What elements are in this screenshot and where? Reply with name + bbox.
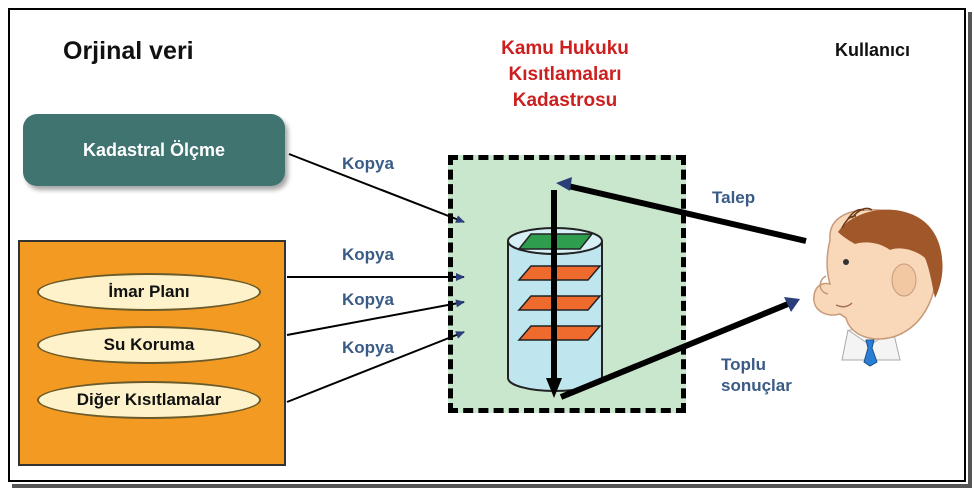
results-arrowhead-icon <box>784 297 800 312</box>
request-arrow <box>567 183 807 244</box>
results-label-line-2: sonuçlar <box>721 376 792 395</box>
restriction-item-zoning-plan: İmar Planı <box>37 273 261 311</box>
cadastral-survey-box: Kadastral Ölçme <box>23 114 285 186</box>
restriction-item-label: Diğer Kısıtlamalar <box>76 390 222 409</box>
copy-arrow-4 <box>286 331 465 403</box>
copy-arrow-3 <box>286 299 465 336</box>
results-arrow <box>559 301 790 400</box>
cadastre-heading: Kamu Hukuku Kısıtlamaları Kadastrosu <box>470 36 660 114</box>
restriction-item-label: İmar Planı <box>108 282 190 301</box>
request-arrowhead-icon <box>556 177 572 191</box>
restriction-item-other: Diğer Kısıtlamalar <box>37 381 261 419</box>
request-label: Talep <box>712 188 756 207</box>
copy-label-1: Kopya <box>342 154 394 173</box>
copy-label-2: Kopya <box>342 245 394 264</box>
cadastral-survey-label: Kadastral Ölçme <box>82 139 226 160</box>
restriction-item-label: Su Koruma <box>103 335 195 354</box>
restrictions-panel: İmar Planı Su Koruma Diğer Kısıtlamalar <box>18 240 286 466</box>
original-data-heading: Orjinal veri <box>63 37 194 65</box>
copy-label-3: Kopya <box>342 290 394 309</box>
copy-label-4: Kopya <box>342 338 394 357</box>
cadastre-heading-line-3: Kadastrosu <box>512 90 618 111</box>
user-heading: Kullanıcı <box>835 40 911 60</box>
copy-arrow-1 <box>288 153 465 223</box>
results-label-line-1: Toplu <box>721 355 766 374</box>
query-down-arrowhead <box>546 378 562 398</box>
cadastre-heading-line-2: Kısıtlamaları <box>508 64 622 85</box>
cadastre-heading-line-1: Kamu Hukuku <box>501 38 629 59</box>
restriction-item-water-protection: Su Koruma <box>37 326 261 364</box>
results-label: Toplu sonuçlar <box>721 354 792 396</box>
user-avatar-icon <box>813 207 943 367</box>
